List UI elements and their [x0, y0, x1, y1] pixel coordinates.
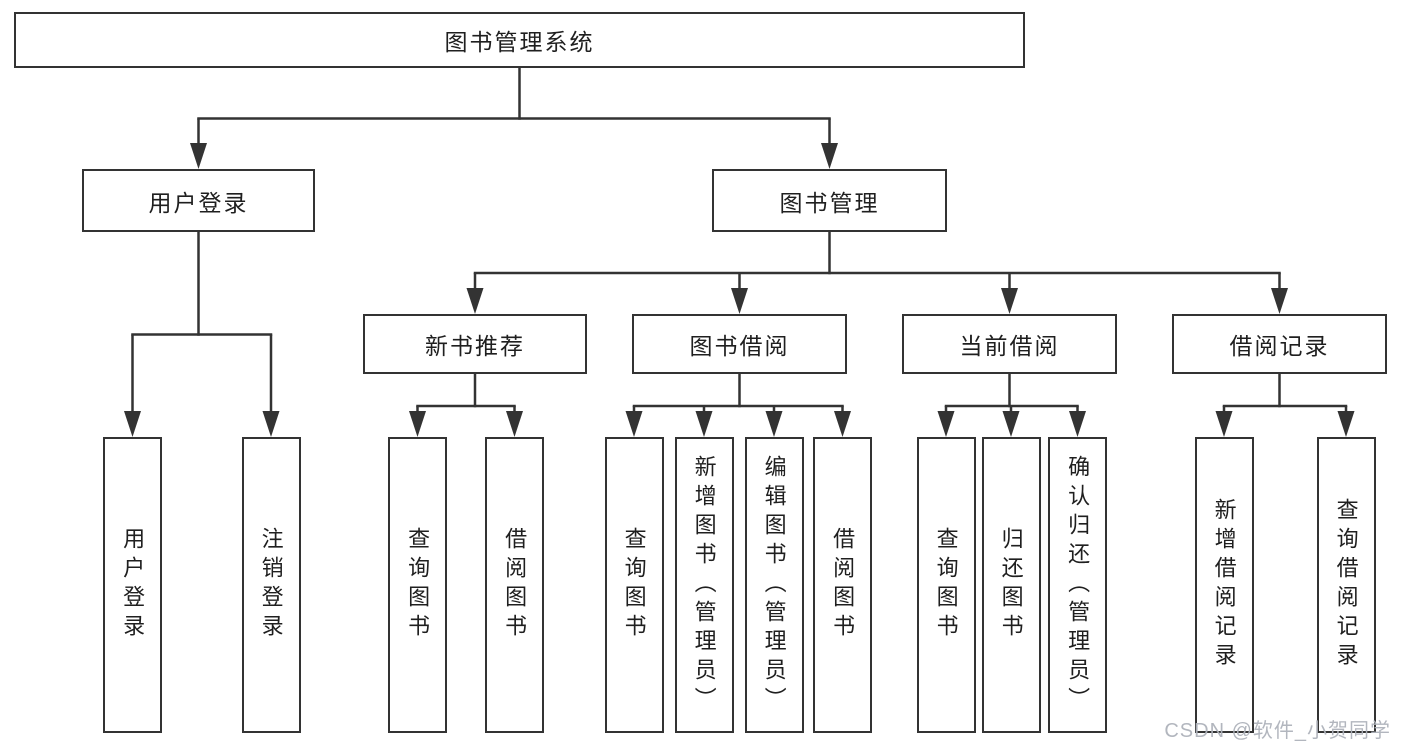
node-library-management-system: 图书管理系统 — [14, 12, 1025, 68]
leaf-borrow-books: 借阅图书 — [813, 437, 872, 733]
node-label: 查询图书 — [405, 527, 431, 643]
leaf-borrow-books-recommend: 借阅图书 — [485, 437, 544, 733]
node-current-borrowing: 当前借阅 — [902, 314, 1117, 374]
node-label: 借阅记录 — [1229, 333, 1330, 359]
node-label: 用户登录 — [120, 527, 146, 643]
leaf-query-books-borrow: 查询图书 — [604, 437, 664, 733]
node-label: 图书管理 — [779, 189, 880, 216]
node-book-borrowing: 图书借阅 — [632, 314, 847, 374]
leaf-logout: 注销登录 — [241, 437, 301, 733]
node-user-login: 用户登录 — [82, 169, 315, 232]
node-new-book-recommendation: 新书推荐 — [363, 314, 587, 374]
node-label: 归还图书 — [998, 527, 1024, 643]
node-label: 图书管理系统 — [444, 29, 595, 55]
node-label: 当前借阅 — [959, 333, 1060, 359]
leaf-confirm-return-admin: 确认归还（管理员） — [1048, 437, 1107, 733]
leaf-query-books-recommend: 查询图书 — [388, 437, 447, 733]
node-label: 借阅图书 — [830, 527, 856, 643]
leaf-user-login: 用户登录 — [103, 437, 162, 733]
node-label: 注销登录 — [258, 527, 284, 643]
leaf-edit-books-admin: 编辑图书（管理员） — [744, 437, 804, 733]
leaf-add-books-admin: 新增图书（管理员） — [674, 437, 734, 733]
node-borrowing-records: 借阅记录 — [1172, 314, 1387, 374]
leaf-query-books-current: 查询图书 — [916, 437, 976, 733]
watermark: CSDN @软件_小贺同学 — [1164, 720, 1391, 742]
node-label: 图书借阅 — [689, 333, 790, 359]
node-label: 查询图书 — [621, 527, 647, 643]
node-label: 新增图书（管理员） — [691, 454, 717, 716]
leaf-add-borrow-record: 新增借阅记录 — [1194, 437, 1254, 733]
node-label: 借阅图书 — [502, 527, 528, 643]
node-label: 查询图书 — [933, 527, 959, 643]
leaf-return-books: 归还图书 — [981, 437, 1041, 733]
node-label: 确认归还（管理员） — [1065, 454, 1091, 716]
node-label: 编辑图书（管理员） — [761, 454, 787, 716]
node-label: 查询借阅记录 — [1333, 498, 1359, 672]
node-label: 新书推荐 — [425, 333, 525, 359]
node-label: 新增借阅记录 — [1211, 498, 1237, 672]
node-book-management: 图书管理 — [712, 169, 947, 232]
leaf-query-borrow-record: 查询借阅记录 — [1316, 437, 1376, 733]
node-label: 用户登录 — [148, 189, 249, 216]
